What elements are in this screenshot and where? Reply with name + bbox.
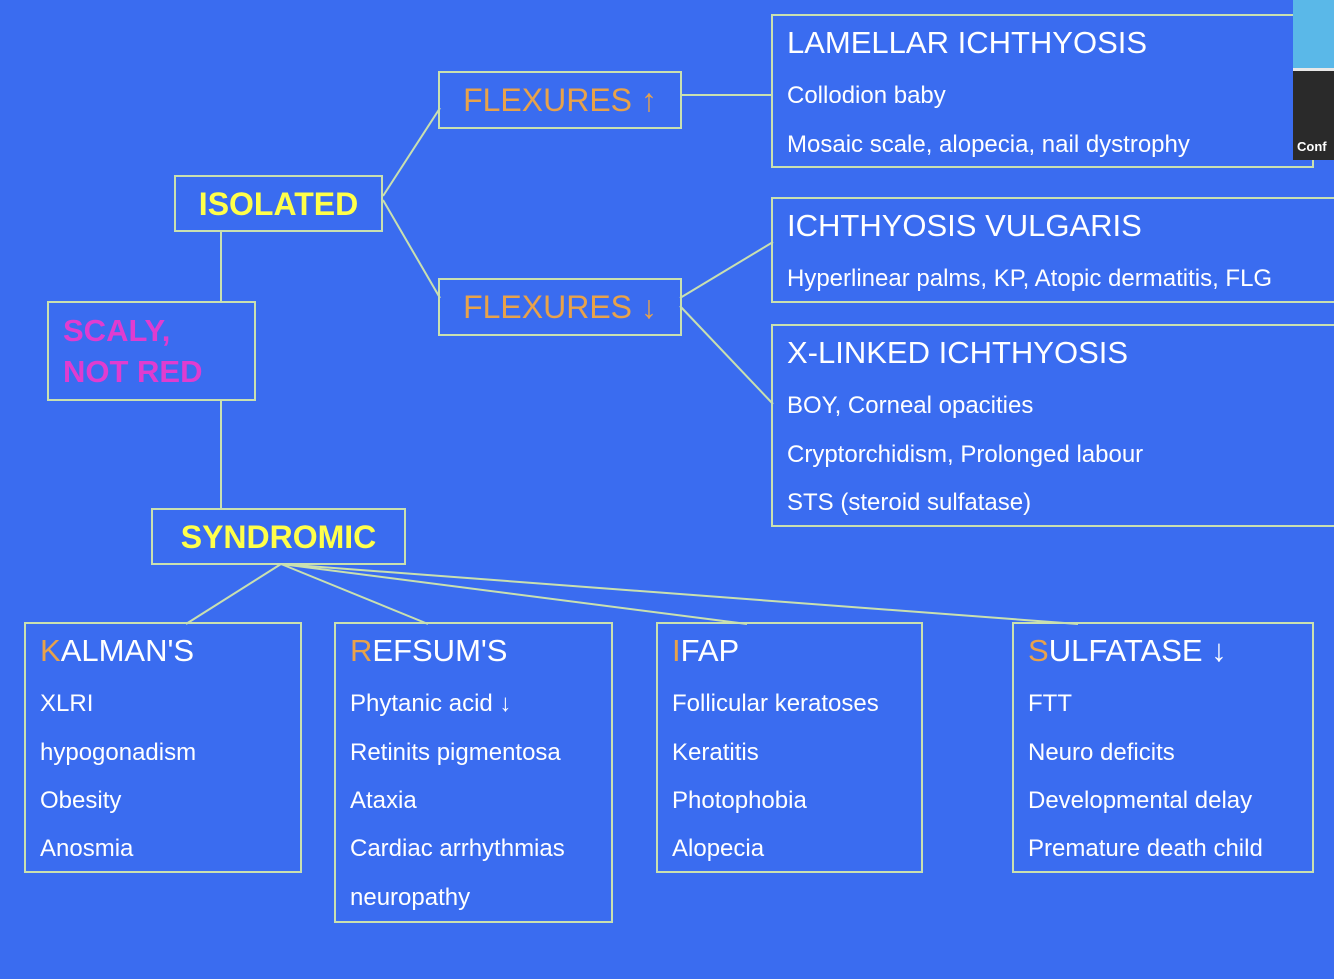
- sulfatase-title: SULFATASE ↓: [1028, 633, 1227, 669]
- xlinked-line: BOY, Corneal opacities: [787, 392, 1034, 419]
- kalman-title-rest: ALMAN'S: [60, 633, 195, 668]
- flexures-up-label: FLEXURES ↑: [463, 82, 657, 118]
- refsum-initial: R: [350, 633, 373, 668]
- sulfatase-initial: S: [1028, 633, 1049, 668]
- syndromic-label: SYNDROMIC: [180, 519, 377, 555]
- ifap-title-rest: FAP: [680, 633, 740, 668]
- scaly-label-line2: NOT RED: [63, 354, 203, 389]
- sulfatase-line: Developmental delay: [1028, 787, 1253, 814]
- lamellar-line: Mosaic scale, alopecia, nail dystrophy: [787, 131, 1190, 158]
- refsum-line: neuropathy: [350, 884, 471, 911]
- refsum-card: REFSUM'S Phytanic acid ↓ Retinits pigmen…: [334, 622, 613, 923]
- kalman-title: KALMAN'S: [40, 633, 194, 669]
- thumbnail-label: Conf: [1297, 139, 1327, 154]
- isolated-node: ISOLATED: [174, 175, 383, 232]
- sulfatase-line: Premature death child: [1028, 835, 1263, 862]
- ifap-initial: I: [672, 633, 681, 668]
- isolated-label: ISOLATED: [198, 186, 359, 222]
- xlinked-line: STS (steroid sulfatase): [787, 489, 1032, 516]
- thumbnail-video-feed: [1293, 0, 1334, 70]
- ifap-line: Photophobia: [672, 787, 807, 814]
- sulfatase-line: FTT: [1028, 690, 1072, 717]
- kalman-line: Anosmia: [40, 835, 134, 862]
- ifap-card: IFAP Follicular keratoses Keratitis Phot…: [656, 622, 923, 873]
- ifap-line: Keratitis: [672, 739, 759, 766]
- lamellar-title: LAMELLAR ICHTHYOSIS: [787, 25, 1148, 60]
- lamellar-line: Collodion baby: [787, 82, 946, 109]
- ifap-line: Alopecia: [672, 835, 765, 862]
- flexures-up-node: FLEXURES ↑: [438, 71, 682, 129]
- refsum-line: Ataxia: [350, 787, 417, 814]
- sulfatase-card: SULFATASE ↓ FTT Neuro deficits Developme…: [1012, 622, 1314, 873]
- scaly-label-line1: SCALY,: [63, 313, 171, 348]
- kalman-line: Obesity: [40, 787, 122, 814]
- kalman-line: hypogonadism: [40, 739, 197, 766]
- refsum-line: Phytanic acid ↓: [350, 690, 512, 717]
- flexures-down-label: FLEXURES ↓: [463, 289, 657, 325]
- thumbnail-divider: [1293, 68, 1334, 71]
- ichthyosis-vulgaris-card: ICHTHYOSIS VULGARIS Hyperlinear palms, K…: [771, 197, 1334, 303]
- kalman-initial: K: [40, 633, 61, 668]
- refsum-title: REFSUM'S: [350, 633, 508, 669]
- ifap-line: Follicular keratoses: [672, 690, 879, 717]
- xlinked-line: Cryptorchidism, Prolonged labour: [787, 441, 1144, 468]
- kalman-line: XLRI: [40, 690, 94, 717]
- ifap-title: IFAP: [672, 633, 739, 669]
- scaly-not-red-node: SCALY, NOT RED: [47, 301, 256, 401]
- refsum-line: Cardiac arrhythmias: [350, 835, 565, 862]
- vulgaris-title: ICHTHYOSIS VULGARIS: [787, 208, 1142, 243]
- syndromic-node: SYNDROMIC: [151, 508, 406, 565]
- sulfatase-line: Neuro deficits: [1028, 739, 1175, 766]
- sulfatase-title-rest: ULFATASE ↓: [1048, 633, 1227, 668]
- kalman-card: KALMAN'S XLRI hypogonadism Obesity Anosm…: [24, 622, 302, 873]
- video-conference-thumbnail[interactable]: Conf: [1293, 0, 1334, 160]
- flexures-down-node: FLEXURES ↓: [438, 278, 682, 336]
- vulgaris-line: Hyperlinear palms, KP, Atopic dermatitis…: [787, 265, 1273, 292]
- x-linked-ichthyosis-card: X-LINKED ICHTHYOSIS BOY, Corneal opaciti…: [771, 324, 1334, 527]
- refsum-title-rest: EFSUM'S: [372, 633, 508, 668]
- xlinked-title: X-LINKED ICHTHYOSIS: [787, 335, 1129, 370]
- lamellar-ichthyosis-card: LAMELLAR ICHTHYOSIS Collodion baby Mosai…: [771, 14, 1314, 168]
- refsum-line: Retinits pigmentosa: [350, 739, 561, 766]
